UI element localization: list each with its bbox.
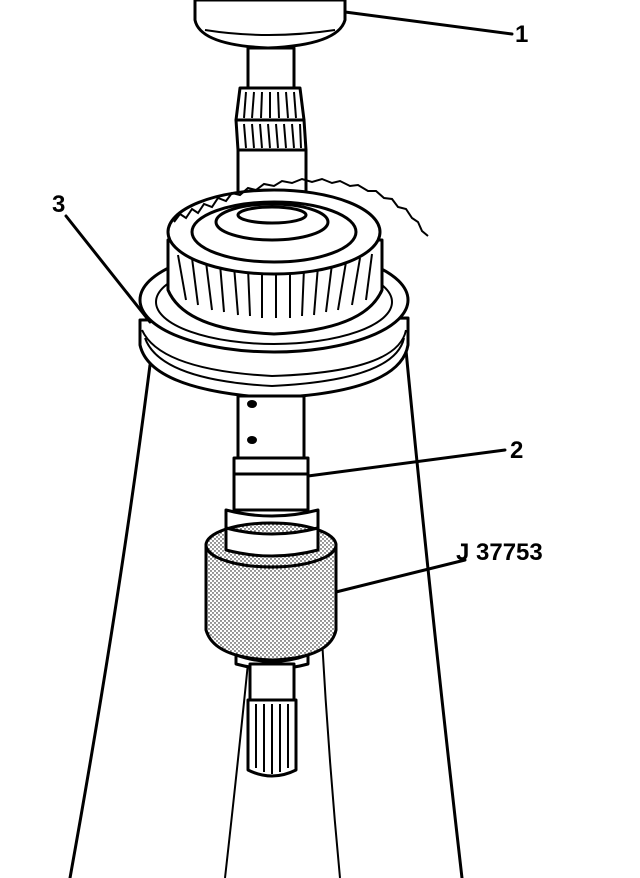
leader-lines [64,10,514,594]
lower-splined-stub [246,662,298,778]
installer-tool-j37753 [204,521,338,671]
callout-tool-number: J 37753 [456,539,543,566]
press-ram [193,0,347,50]
gear-synchronizer-assembly [138,177,429,400]
lower-shaft [224,394,320,536]
callout-2: 2 [510,437,523,464]
callout-1: 1 [515,21,528,48]
callout-3: 3 [52,191,65,218]
